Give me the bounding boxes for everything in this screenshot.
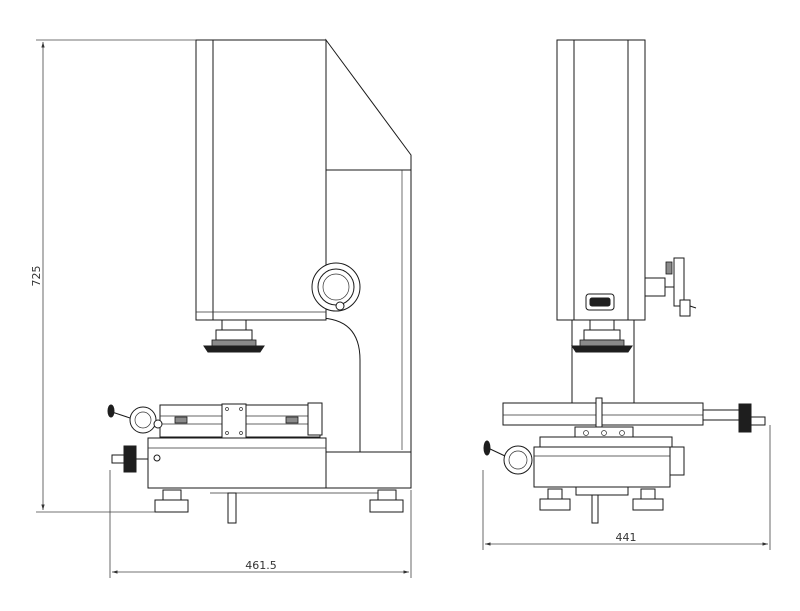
front-stage-handle[interactable] <box>483 440 533 475</box>
front-xy-stage <box>502 397 704 448</box>
side-column <box>317 38 412 453</box>
side-fine-knob[interactable] <box>111 445 161 473</box>
dimension-width-front-label: 441 <box>616 531 637 544</box>
front-focus-crank[interactable] <box>644 257 697 317</box>
side-xy-stage <box>159 402 323 439</box>
front-base <box>533 446 671 488</box>
front-head-housing <box>556 39 646 321</box>
dimension-width-side: 461.5 <box>109 470 412 578</box>
side-head-housing <box>195 39 327 321</box>
side-objective-lens <box>203 319 265 353</box>
dimension-width-front: 441 <box>482 425 771 550</box>
side-feet <box>154 489 404 513</box>
front-traverse-knob[interactable] <box>702 403 766 433</box>
side-stage-handle[interactable] <box>107 404 163 434</box>
front-view <box>483 39 766 524</box>
dimension-height-label: 725 <box>30 266 43 287</box>
side-view <box>107 38 412 524</box>
dimension-width-side-label: 461.5 <box>245 559 277 572</box>
front-objective-lens <box>571 319 633 353</box>
side-focus-knob[interactable] <box>311 262 361 312</box>
front-lock-knob[interactable] <box>585 293 615 311</box>
dimension-height: 725 <box>30 39 196 513</box>
side-base <box>147 437 327 489</box>
front-feet <box>539 488 664 511</box>
